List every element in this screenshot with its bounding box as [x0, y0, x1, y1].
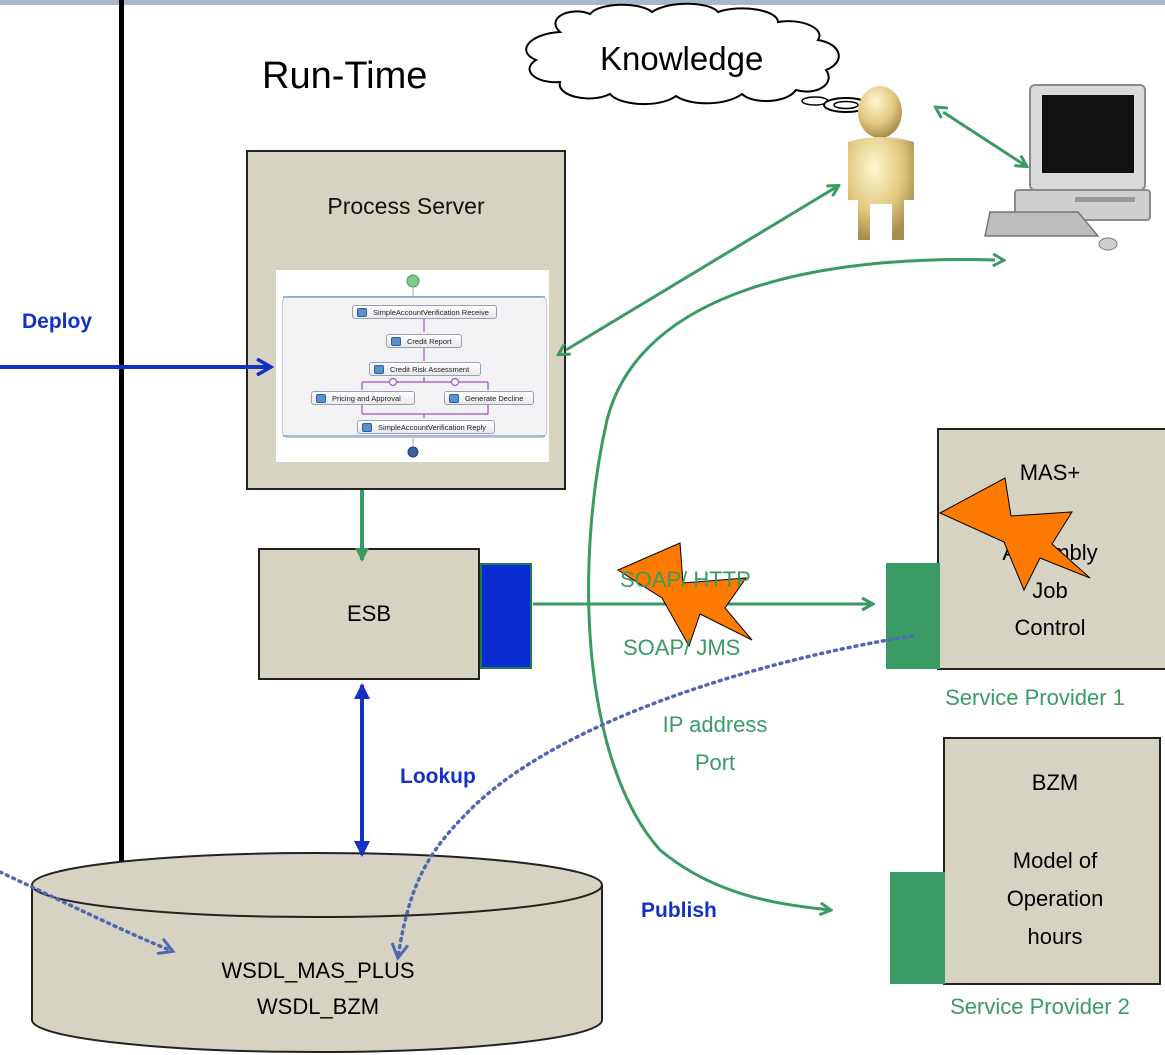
provider1-line-4: Control — [1014, 615, 1086, 640]
esb-label: ESB — [346, 601, 392, 626]
deploy-label: Deploy — [22, 310, 93, 333]
provider1-line-3: Job — [1032, 578, 1068, 603]
vertical-divider — [119, 0, 124, 865]
process-server-label: Process Server — [327, 193, 485, 219]
provider1-port[interactable] — [886, 563, 940, 669]
invoke-icon — [374, 365, 384, 374]
flow-step-pricing[interactable]: Pricing and Approval — [311, 391, 415, 405]
protocol-soap-jms: SOAP/ JMS — [623, 635, 741, 660]
top-border — [0, 0, 1165, 5]
invoke-icon — [449, 394, 459, 403]
knowledge-label: Knowledge — [600, 40, 764, 77]
provider2-caption: Service Provider 2 — [950, 994, 1130, 1019]
flow-step-receive[interactable]: SimpleAccountVerification Receive — [352, 305, 497, 319]
runtime-title: Run-Time — [262, 55, 428, 97]
registry-entry-bzm: WSDL_BZM — [256, 994, 380, 1019]
provider2-line-1: BZM — [1031, 770, 1079, 795]
port-label: Port — [694, 750, 736, 775]
provider2-line-3: Operation — [1006, 886, 1104, 911]
lookup-label: Lookup — [400, 765, 476, 788]
ip-address-label: IP address — [662, 712, 768, 737]
receive-icon — [357, 308, 367, 317]
invoke-icon — [316, 394, 326, 403]
registry-entry-mas: WSDL_MAS_PLUS — [221, 958, 415, 983]
invoke-icon — [391, 337, 401, 346]
provider2-line-4: hours — [1027, 924, 1083, 949]
provider1-line-2: Assembly — [1002, 540, 1098, 565]
reply-icon — [362, 423, 372, 432]
flow-step-credit-risk[interactable]: Credit Risk Assessment — [369, 362, 481, 376]
provider1-line-1: MAS+ — [1019, 460, 1081, 485]
provider1-caption: Service Provider 1 — [945, 685, 1125, 710]
flow-step-credit-report[interactable]: Credit Report — [386, 334, 462, 348]
provider2-line-2: Model of — [1012, 848, 1098, 873]
provider2-port[interactable] — [890, 872, 945, 984]
publish-label: Publish — [641, 899, 717, 922]
flow-step-decline[interactable]: Generate Decline — [444, 391, 534, 405]
esb-port[interactable] — [480, 563, 532, 669]
flow-step-reply[interactable]: SimpleAccountVerification Reply — [357, 420, 495, 434]
protocol-soap-http: SOAP/ HTTP — [620, 567, 751, 592]
